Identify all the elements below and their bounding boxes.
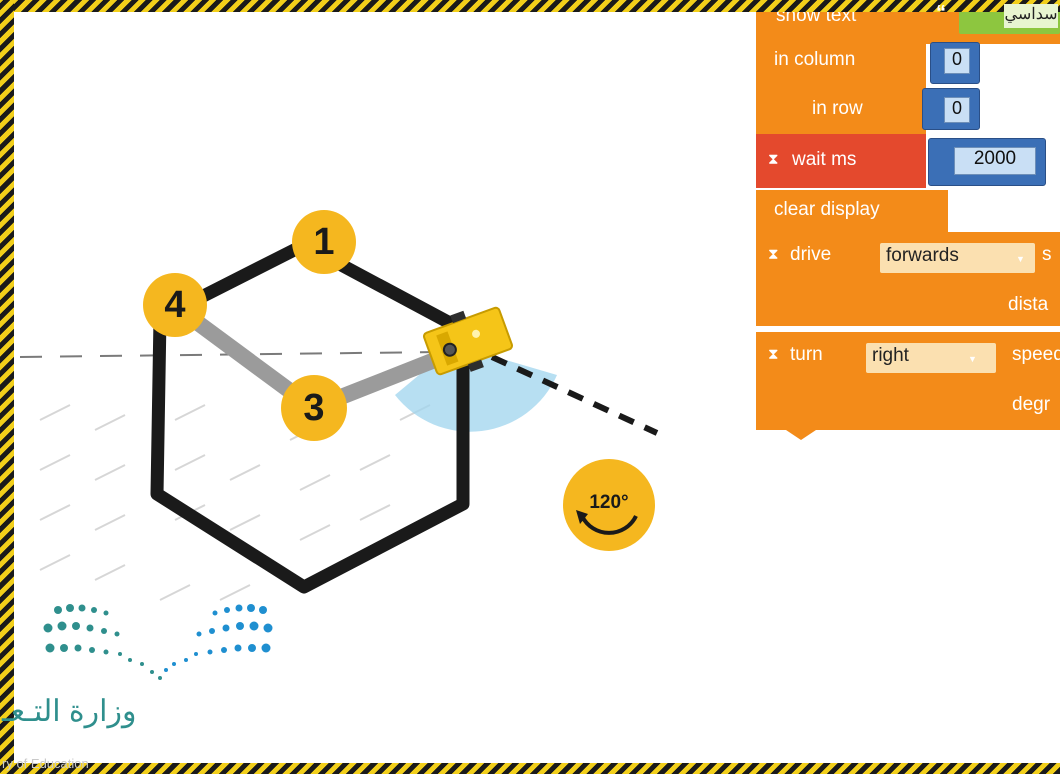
turn-angle-label: 120° bbox=[589, 492, 629, 513]
hourglass-icon: ⧗ bbox=[768, 346, 779, 363]
text-value[interactable]: سداسي bbox=[1004, 4, 1058, 28]
row-slot bbox=[922, 88, 980, 130]
dropdown-arrow-icon: ▼ bbox=[1016, 254, 1025, 264]
clear-display-block[interactable]: clear display bbox=[756, 190, 948, 232]
floor-grid bbox=[39, 404, 431, 601]
drive-direction-value: forwards bbox=[886, 245, 959, 266]
corner-marker-1: 1 bbox=[291, 209, 357, 275]
drive-speed-label: s bbox=[1042, 244, 1052, 265]
in-row-label: in row bbox=[812, 98, 863, 119]
clear-display-label: clear display bbox=[774, 199, 880, 220]
block-notch bbox=[786, 430, 816, 440]
row-value[interactable]: 0 bbox=[944, 97, 970, 123]
turn-direction-dropdown[interactable]: right bbox=[866, 343, 996, 373]
drive-distance-label: dista bbox=[1008, 294, 1049, 315]
in-column-label: in column bbox=[774, 49, 856, 70]
corner-marker-4: 4 bbox=[142, 272, 208, 338]
hourglass-icon: ⧗ bbox=[768, 246, 779, 263]
turn-degrees-label: degr bbox=[1012, 394, 1051, 415]
turn-speed-label: speed bbox=[1012, 344, 1060, 365]
corner-marker-1-label: 1 bbox=[313, 220, 335, 263]
turn-label: turn bbox=[790, 344, 823, 365]
dropdown-arrow-icon: ▼ bbox=[968, 354, 977, 364]
drive-label: drive bbox=[790, 244, 832, 265]
stage-border-left bbox=[0, 0, 14, 774]
rotate-arrow-icon bbox=[563, 459, 655, 551]
show-text-params: in column in row bbox=[756, 44, 926, 134]
quote-icon: “ bbox=[936, 2, 946, 24]
robot-icon[interactable] bbox=[420, 299, 516, 383]
ministry-name-arabic: وزارة التـعـ bbox=[2, 695, 137, 728]
ministry-name-english: ry of Education bbox=[2, 756, 89, 771]
stage-border-top bbox=[0, 0, 1060, 12]
column-value[interactable]: 0 bbox=[944, 48, 970, 74]
wait-value[interactable]: 2000 bbox=[954, 147, 1036, 175]
heading-line bbox=[490, 354, 659, 436]
ministry-logo bbox=[43, 604, 273, 680]
turn-direction-value: right bbox=[872, 345, 909, 366]
corner-marker-3: 3 bbox=[280, 374, 348, 442]
hourglass-icon: ⧗ bbox=[768, 151, 779, 168]
drive-direction-dropdown[interactable]: forwards bbox=[880, 243, 1035, 273]
stage-border-bottom bbox=[0, 763, 1060, 774]
corner-marker-4-label: 4 bbox=[164, 283, 186, 326]
turn-angle-badge: 120° bbox=[562, 458, 656, 552]
wait-block[interactable]: ⧗ wait ms bbox=[756, 134, 926, 188]
wait-label: wait ms bbox=[792, 149, 857, 170]
corner-marker-3-label: 3 bbox=[303, 386, 325, 429]
